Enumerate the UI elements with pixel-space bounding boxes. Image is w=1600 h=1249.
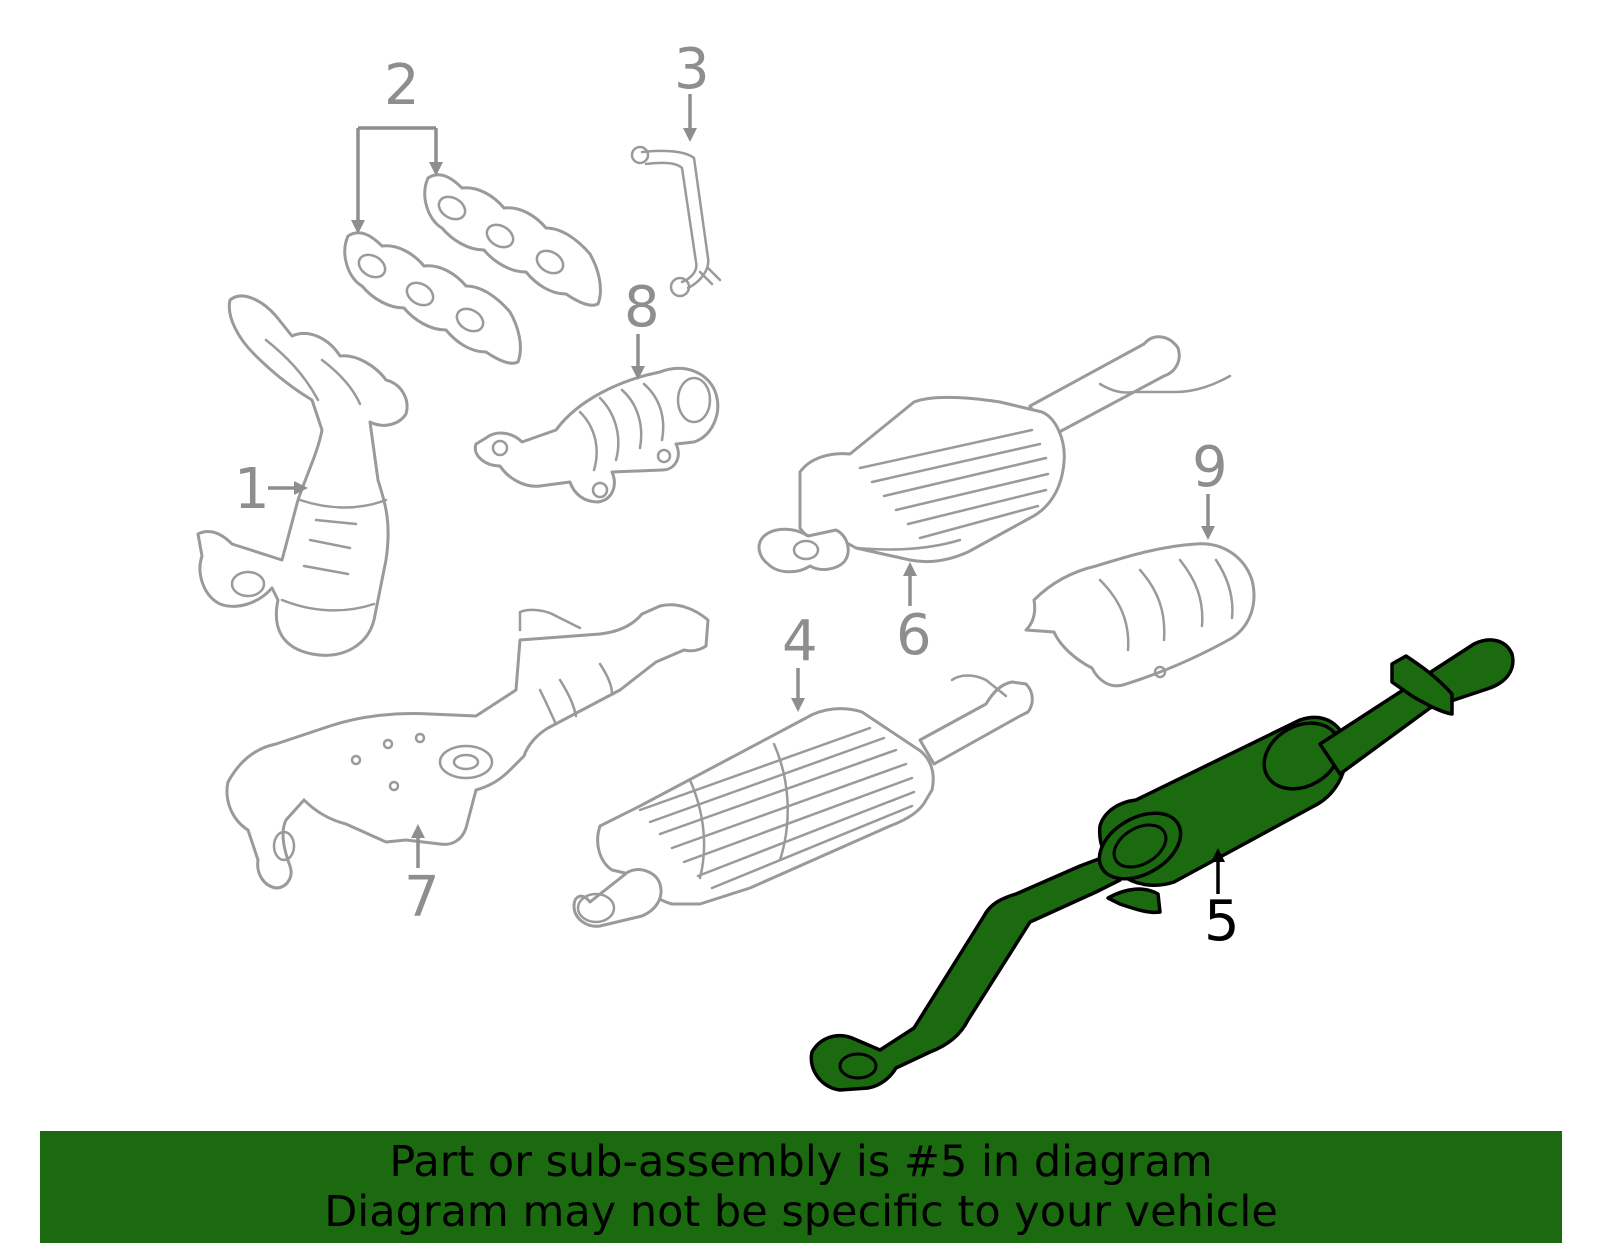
callout-1: 1 (234, 457, 270, 522)
part-6-converter-pipe[interactable] (757, 335, 1232, 574)
part-2-manifold-gaskets[interactable] (343, 173, 602, 365)
part-5-muffler-pipe-highlighted[interactable] (809, 638, 1515, 1092)
part-1-manifold-converter[interactable] (196, 294, 409, 657)
part-4-rear-muffler[interactable] (572, 674, 1034, 928)
leader-arrows (268, 94, 1225, 894)
part-3-egr-tube[interactable] (630, 145, 722, 298)
callout-8: 8 (624, 275, 660, 340)
callout-6: 6 (896, 603, 932, 668)
callout-9: 9 (1192, 435, 1228, 500)
callout-5: 5 (1204, 889, 1240, 954)
callout-2: 2 (384, 53, 420, 118)
callout-numbers: 1 2 3 8 6 9 4 7 5 (234, 37, 1240, 954)
callout-7: 7 (404, 865, 440, 930)
info-banner: Part or sub-assembly is #5 in diagram Di… (40, 1131, 1562, 1243)
part-9-heat-shield[interactable] (1024, 542, 1256, 688)
exhaust-parts-diagram: 1 2 3 8 6 9 4 7 5 (196, 37, 1515, 1092)
part-7-front-pipe[interactable] (225, 603, 710, 890)
banner-line-1: Part or sub-assembly is #5 in diagram (389, 1137, 1213, 1187)
part-8-catalytic-converter[interactable] (473, 366, 720, 504)
callout-3: 3 (674, 37, 710, 102)
callout-4: 4 (782, 609, 818, 674)
banner-line-2: Diagram may not be specific to your vehi… (324, 1187, 1278, 1237)
